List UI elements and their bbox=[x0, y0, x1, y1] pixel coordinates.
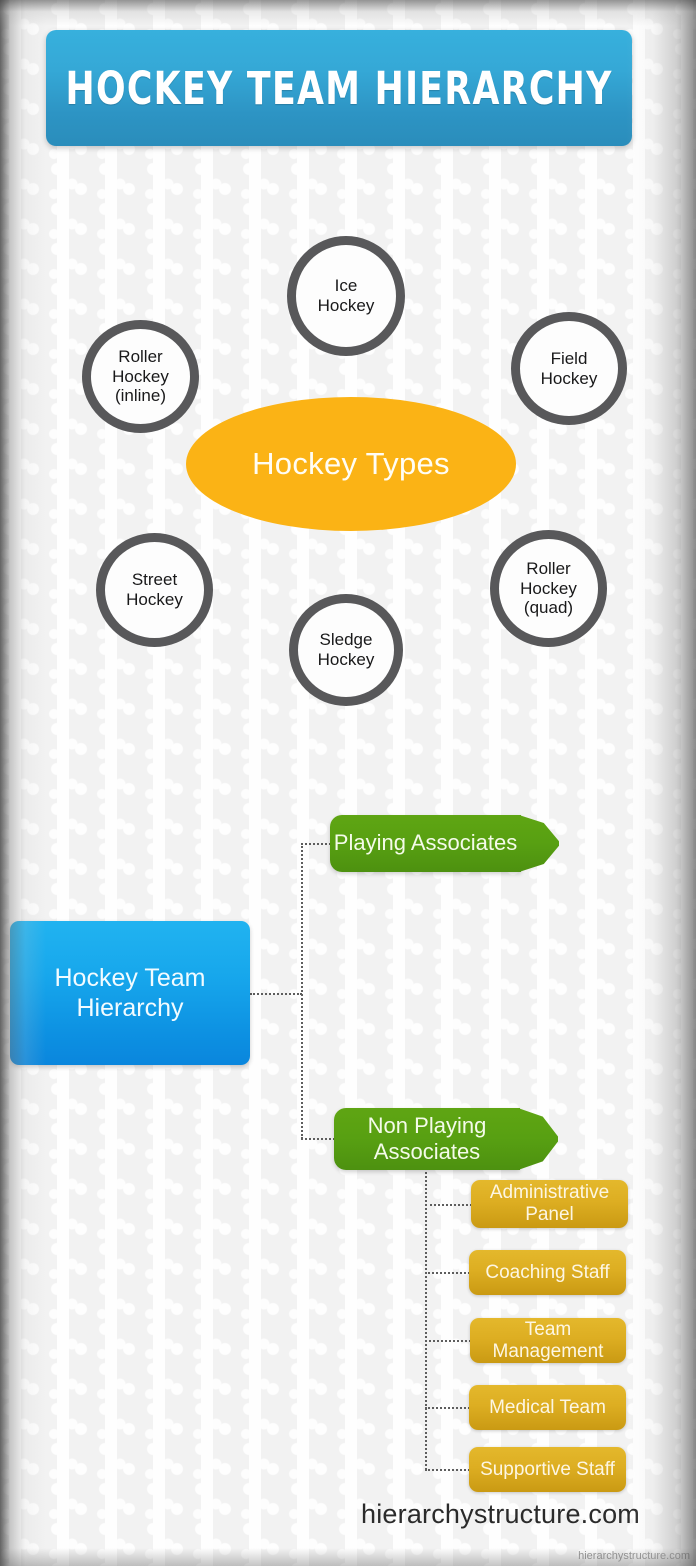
type-circle-label: Ice Hockey bbox=[317, 276, 375, 315]
tree-root-label: Hockey Team Hierarchy bbox=[54, 963, 206, 1023]
type-circle-ice-hockey: Ice Hockey bbox=[287, 236, 405, 356]
subitem-label: Supportive Staff bbox=[480, 1458, 615, 1480]
hockey-types-hub: Hockey Types bbox=[186, 397, 516, 531]
type-circle-field-hockey: Field Hockey bbox=[511, 312, 627, 425]
type-circle-label: Street Hockey bbox=[126, 570, 183, 609]
connector-branch-spine bbox=[301, 843, 303, 1139]
subitem-medical-team[interactable]: Medical Team bbox=[469, 1385, 626, 1430]
type-circle-roller-hockey-quad: Roller Hockey (quad) bbox=[490, 530, 607, 647]
subitem-label: Team Management bbox=[492, 1318, 604, 1362]
type-circle-roller-hockey-inline: Roller Hockey (inline) bbox=[82, 320, 199, 433]
subitem-label: Coaching Staff bbox=[485, 1261, 610, 1283]
connector-subitem-stub-4 bbox=[425, 1407, 470, 1409]
page-title: HOCKEY TEAM HIERARCHY bbox=[65, 61, 613, 115]
subitem-coaching-staff[interactable]: Coaching Staff bbox=[469, 1250, 626, 1295]
connector-subitem-stub-1 bbox=[425, 1204, 472, 1206]
connector-branch-stub-playing bbox=[301, 843, 335, 845]
branch-playing-associates[interactable]: Playing Associates bbox=[330, 815, 559, 872]
header-banner: HOCKEY TEAM HIERARCHY bbox=[46, 30, 632, 146]
type-circle-label: Sledge Hockey bbox=[317, 630, 375, 669]
connector-subitem-stub-2 bbox=[425, 1272, 470, 1274]
connector-subitem-spine bbox=[425, 1165, 427, 1470]
footer-url[interactable]: hierarchystructure.com bbox=[361, 1499, 640, 1529]
subitem-administrative-panel[interactable]: Administrative Panel bbox=[471, 1180, 628, 1228]
branch-label: Playing Associates bbox=[333, 830, 518, 856]
type-circle-street-hockey: Street Hockey bbox=[96, 533, 213, 647]
connector-branch-stub-non-playing bbox=[301, 1138, 339, 1140]
subitem-label: Administrative Panel bbox=[489, 1182, 610, 1225]
footer-watermark: hierarchystructure.com bbox=[578, 1550, 690, 1562]
subitem-label: Medical Team bbox=[489, 1396, 606, 1418]
subitem-team-management[interactable]: Team Management bbox=[470, 1318, 626, 1363]
type-circle-label: Field Hockey bbox=[540, 348, 598, 388]
type-circle-label: Roller Hockey (quad) bbox=[520, 558, 577, 618]
type-circle-sledge-hockey: Sledge Hockey bbox=[289, 594, 403, 706]
branch-non-playing-associates[interactable]: Non Playing Associates bbox=[334, 1108, 558, 1170]
tree-root-node[interactable]: Hockey Team Hierarchy bbox=[10, 921, 250, 1065]
hockey-types-hub-label: Hockey Types bbox=[252, 446, 450, 481]
connector-subitem-stub-3 bbox=[425, 1340, 471, 1342]
branch-label: Non Playing Associates bbox=[367, 1112, 487, 1164]
connector-subitem-stub-5 bbox=[425, 1469, 470, 1471]
connector-root-stub bbox=[250, 993, 302, 995]
subitem-supportive-staff[interactable]: Supportive Staff bbox=[469, 1447, 626, 1492]
type-circle-label: Roller Hockey (inline) bbox=[112, 346, 169, 406]
